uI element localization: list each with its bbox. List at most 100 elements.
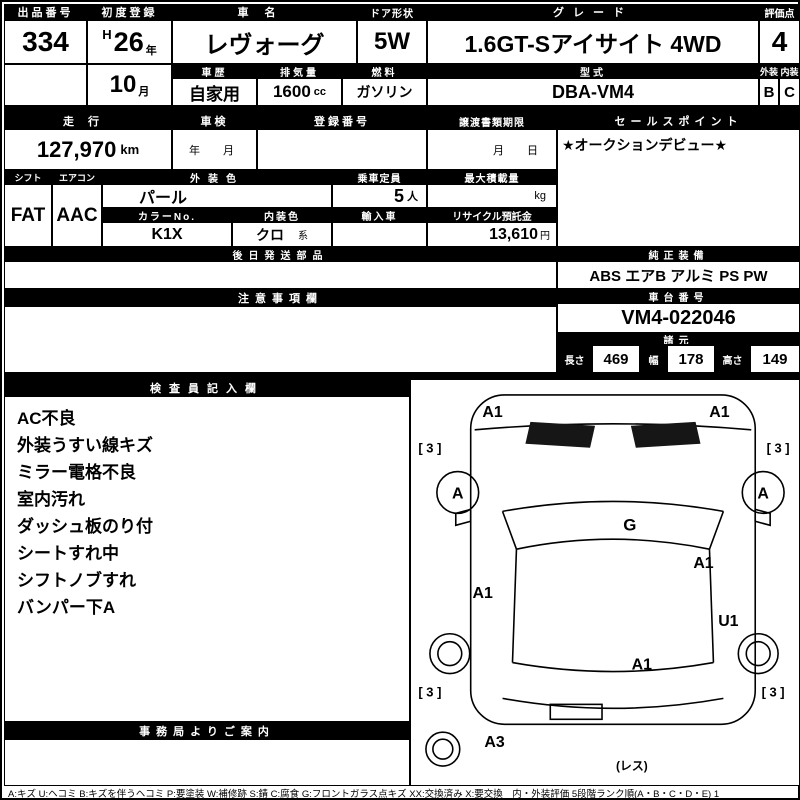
lot-number-empty-cell xyxy=(4,64,87,106)
lot-number-label: 出品番号 xyxy=(4,4,87,20)
displacement-number: 1600 xyxy=(272,82,311,101)
first-registration-month: 10 月 xyxy=(87,64,172,106)
width-label: 幅 xyxy=(640,345,667,373)
height-label: 高さ xyxy=(715,345,750,373)
grade-value: 1.6GT-Sアイサイト 4WD xyxy=(427,20,759,64)
spare-wheel xyxy=(425,731,461,767)
capacity-label: 乗車定員 xyxy=(332,170,427,184)
shift-value: FAT xyxy=(4,184,52,247)
import-car-label: 輸入車 xyxy=(332,208,427,222)
height-value: 149 xyxy=(750,345,800,373)
windshield-front-edge xyxy=(502,500,724,513)
exterior-color-value: パール xyxy=(102,184,332,208)
interior-color-suffix: 系 xyxy=(298,231,308,242)
office-info-label: 事務局よりご案内 xyxy=(4,722,410,739)
capacity-value: 5 人 xyxy=(332,184,427,208)
score-value: 4 xyxy=(759,20,800,64)
car-outline xyxy=(425,394,785,767)
interior-color-value: クロ 系 xyxy=(232,222,332,247)
right-mirror xyxy=(754,508,771,527)
car-body xyxy=(469,394,757,726)
inspector-section-label: 検査員記入欄 xyxy=(4,379,410,396)
model-code-label: 型式 xyxy=(427,64,759,78)
score-label: 評価点 xyxy=(759,4,800,20)
import-car-value xyxy=(332,222,427,247)
fuel-label: 燃料 xyxy=(342,64,427,78)
front-right-wheel xyxy=(741,470,785,515)
inspector-note: 外装うすい線キズ xyxy=(17,436,153,455)
car-damage-diagram: A1 A1 [ 3 ] [ 3 ] A A G A1 A1 U1 A1 [ 3 … xyxy=(418,394,790,773)
later-shipped-parts-value xyxy=(4,261,557,289)
damage-marks: A1 A1 [ 3 ] [ 3 ] A A G A1 A1 U1 A1 [ 3 … xyxy=(418,404,789,773)
sales-point-label: セールスポイント xyxy=(557,113,800,129)
office-info-area xyxy=(4,739,410,786)
front-left-wheel xyxy=(436,470,480,515)
tire-depth-mark: [ 3 ] xyxy=(418,684,441,699)
tire-depth-mark: [ 3 ] xyxy=(762,684,785,699)
damage-mark: A1 xyxy=(693,555,713,572)
recycle-deposit-unit: 円 xyxy=(540,231,550,242)
inspector-note: シートすれ中 xyxy=(17,544,119,563)
inspector-note: ミラー電格不良 xyxy=(17,463,136,482)
reg-year-unit: 年 xyxy=(145,45,157,57)
spare-rim xyxy=(432,738,454,760)
first-registration-year: H 26 年 xyxy=(87,20,172,64)
reg-month-unit: 月 xyxy=(138,86,150,98)
later-shipped-parts-label: 後日発送部品 xyxy=(4,247,557,261)
recycle-deposit-label: リサイクル預託金 xyxy=(427,208,557,222)
inspector-note: シフトノブすれ xyxy=(17,571,136,590)
mileage-number: 127,970 xyxy=(36,136,117,162)
damage-mark: A1 xyxy=(482,404,502,421)
divider-band-top xyxy=(4,106,800,113)
inspector-note: バンパー下A xyxy=(17,598,116,617)
capacity-number: 5 xyxy=(393,185,404,206)
less-mark: (レス) xyxy=(616,759,648,773)
rear-left-wheel xyxy=(429,632,471,675)
transfer-deadline-value: 月 日 xyxy=(427,129,557,170)
equipment-label: 純正装備 xyxy=(557,247,800,261)
exterior-grade-label: 外装 xyxy=(759,64,779,78)
rear-left-rim xyxy=(437,640,463,667)
registration-number-label: 登録番号 xyxy=(257,113,427,129)
transfer-deadline-label: 譲渡書類期限 xyxy=(427,113,557,129)
car-history-label: 車歴 xyxy=(172,64,257,78)
car-name-label: 車名 xyxy=(172,4,357,20)
damage-mark: A1 xyxy=(709,404,729,421)
rear-window-rear-edge xyxy=(502,697,724,710)
displacement-value: 1600 cc xyxy=(257,78,342,106)
first-registration-label: 初度登録 xyxy=(87,4,172,20)
inspector-note: ダッシュ板のり付 xyxy=(17,517,153,536)
inspector-note: 室内汚れ xyxy=(17,490,85,509)
hood-shade-left xyxy=(525,421,596,448)
dent-mark: U1 xyxy=(718,613,738,630)
divider-band-middle xyxy=(4,373,800,379)
damage-mark: A1 xyxy=(472,585,492,602)
grade-label: グレード xyxy=(427,4,759,20)
max-load-value: kg xyxy=(427,184,557,208)
license-plate xyxy=(549,703,603,721)
exterior-color-label: 外装色 xyxy=(102,170,332,184)
caution-notes-value xyxy=(4,306,557,373)
glass-mark: G xyxy=(623,515,636,534)
reg-month: 10 xyxy=(109,71,137,98)
rear-right-wheel xyxy=(737,632,779,675)
reg-year: 26 xyxy=(113,26,144,57)
tire-depth-mark: [ 3 ] xyxy=(767,441,790,456)
hood-shade-right xyxy=(630,421,701,448)
length-label: 長さ xyxy=(557,345,592,373)
interior-grade-label: 内装 xyxy=(779,64,800,78)
inspection-value: 年 月 xyxy=(172,129,257,170)
lot-number-value: 334 xyxy=(4,20,87,64)
color-number-label: カラーNo. xyxy=(102,208,232,222)
equipment-value: ABS エアB アルミ PS PW xyxy=(557,261,800,289)
roof-side-lines xyxy=(511,549,715,663)
recycle-deposit-value: 13,610 円 xyxy=(427,222,557,247)
shift-label: シフト xyxy=(4,170,52,184)
length-value: 469 xyxy=(592,345,640,373)
era-letter: H xyxy=(102,26,112,42)
legend-text: A:キズ U:ヘコミ B:キズを伴うヘコミ P:要塗装 W:補修跡 S:錆 C:… xyxy=(8,788,720,800)
inspector-notes-area: AC不良 外装うすい線キズ ミラー電格不良 室内汚れ ダッシュ板のり付 シートす… xyxy=(4,396,410,722)
chassis-number-value: VM4-022046 xyxy=(557,303,800,333)
hood-shading xyxy=(525,421,701,448)
